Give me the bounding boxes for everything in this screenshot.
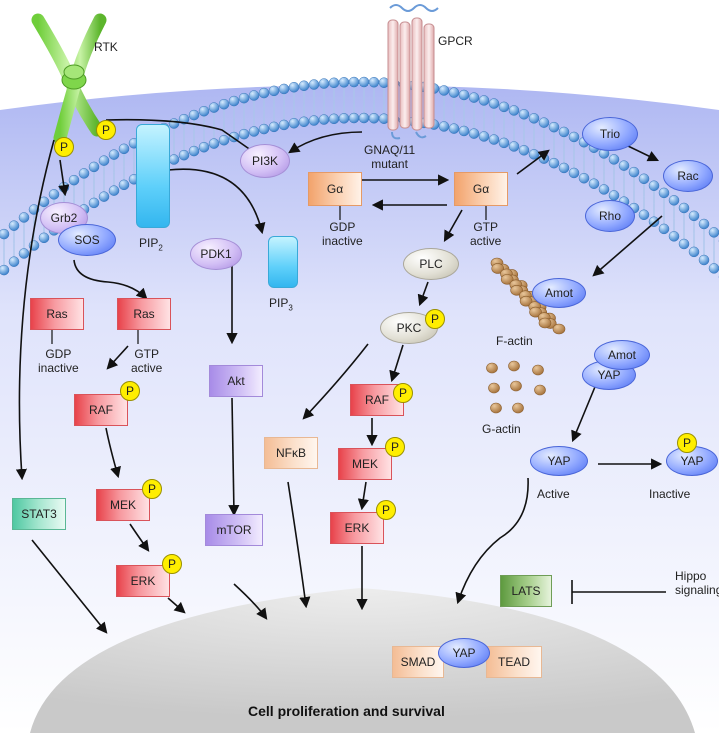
pip2-label: PIP2: [139, 236, 163, 253]
yap-active-label: Active: [537, 487, 570, 501]
erk-left-phospho-badge: P: [162, 554, 182, 574]
rtk-phospho-badge-right: P: [96, 120, 116, 140]
mek-right-phospho-badge: P: [385, 437, 405, 457]
amot-node-factin: Amot: [532, 278, 586, 308]
galpha-gtp-node: Gα: [454, 172, 508, 206]
sos-node: SOS: [58, 224, 116, 256]
raf-right-phospho-badge: P: [393, 383, 413, 403]
g-actin-monomers: [486, 360, 546, 414]
yap-node-nuclear: YAP: [438, 638, 490, 668]
mek-left-phospho-badge: P: [142, 479, 162, 499]
nucleus-label: Cell proliferation and survival: [248, 703, 445, 719]
pkc-phospho-badge: P: [425, 309, 445, 329]
smad-node: SMAD: [392, 646, 444, 678]
rtk-receptor: [31, 13, 107, 145]
pkc-node: PKC: [380, 312, 438, 344]
f-actin-label: F-actin: [496, 334, 533, 348]
galpha-gdp-node: Gα: [308, 172, 362, 206]
rho-node: Rho: [585, 200, 635, 232]
g-actin-label: G-actin: [482, 422, 521, 436]
pip3-cylinder: [268, 236, 298, 288]
mek-node-right: MEK: [338, 448, 392, 480]
mtor-node: mTOR: [205, 514, 263, 546]
mek-node-left: MEK: [96, 489, 150, 521]
erk-node-right: ERK: [330, 512, 384, 544]
trio-node: Trio: [582, 117, 638, 151]
rtk-phospho-badge-left: P: [54, 137, 74, 157]
raf-node-left: RAF: [74, 394, 128, 426]
nucleus: [30, 588, 695, 733]
pip2-cylinder: [136, 124, 170, 228]
lats-node: LATS: [500, 575, 552, 607]
plc-node: PLC: [403, 248, 459, 280]
ras-gdp-node: Ras: [30, 298, 84, 330]
hippo-inhibition: [571, 580, 666, 604]
rac-node: Rac: [663, 160, 713, 192]
ras-gtp-node: Ras: [117, 298, 171, 330]
gpcr-label: GPCR: [438, 34, 473, 48]
yap-node-active: YAP: [530, 446, 588, 476]
yap-inactive-label: Inactive: [649, 487, 691, 501]
akt-node: Akt: [209, 365, 263, 397]
pip3-label: PIP3: [269, 296, 293, 313]
rtk-label: RTK: [94, 40, 118, 54]
f-actin-filament: [490, 257, 566, 335]
amot-node-complex: Amot: [594, 340, 650, 370]
yap-phospho-badge: P: [677, 433, 697, 453]
pdk1-node: PDK1: [190, 238, 242, 270]
erk-node-left: ERK: [116, 565, 170, 597]
tead-node: TEAD: [486, 646, 542, 678]
gpcr-receptor: [387, 4, 439, 140]
label-stems: [51, 206, 487, 344]
raf-left-phospho-badge: P: [120, 381, 140, 401]
pathway-arrows: [15, 118, 663, 634]
stat3-node: STAT3: [12, 498, 66, 530]
nfkb-node: NFκB: [264, 437, 318, 469]
pi3k-node: PI3K: [240, 144, 290, 178]
erk-right-phospho-badge: P: [376, 500, 396, 520]
